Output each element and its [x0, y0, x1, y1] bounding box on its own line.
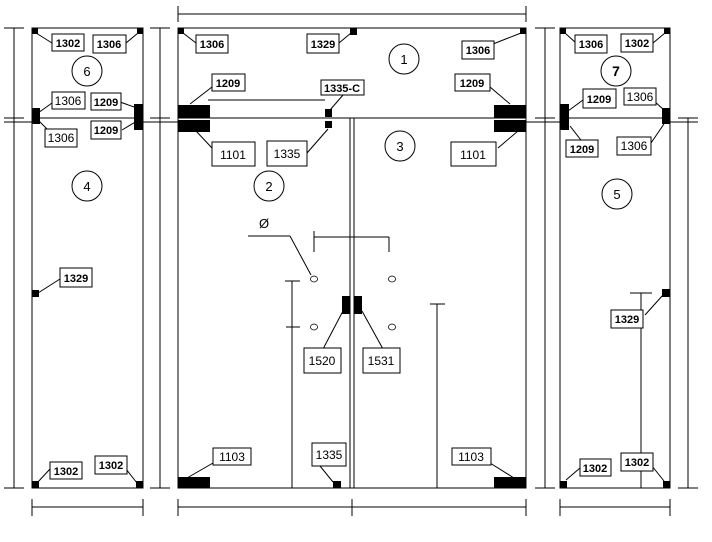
corner-fitting: [32, 481, 39, 488]
part-label: 1302: [625, 457, 649, 469]
part-label: 1335: [316, 448, 343, 462]
panel-number: 3: [396, 139, 403, 154]
part-label: 1302: [56, 38, 80, 50]
part-label: 1531: [368, 354, 395, 368]
part-label: 1329: [615, 314, 639, 326]
bottom-patch: [494, 477, 526, 488]
part-label: 1209: [94, 97, 118, 109]
diameter-symbol: Ø: [259, 216, 269, 231]
part-label: 1101: [460, 148, 486, 162]
part-label: 1306: [48, 131, 75, 145]
leader-lines: [35, 32, 666, 484]
part-label: 1306: [200, 39, 224, 51]
part-label: 1103: [458, 450, 484, 464]
transom-patch: [494, 120, 526, 132]
panel-number: 6: [83, 64, 90, 79]
panel-number: 1: [400, 52, 407, 67]
part-label: 1306: [55, 94, 82, 108]
floor-lock: [342, 296, 350, 314]
part-label: 1520: [309, 354, 336, 368]
transom-patch: [494, 105, 526, 118]
panel-number: 7: [612, 63, 620, 79]
corner-fitting: [32, 28, 38, 34]
corner-fitting: [560, 28, 566, 34]
dimension-lines: [4, 6, 698, 516]
part-label: 1335: [274, 147, 301, 161]
part-label: 1209: [587, 94, 611, 106]
hardware-fittings: [32, 28, 670, 488]
corner-fitting: [560, 481, 567, 488]
part-label: 1306: [627, 90, 654, 104]
patch-fitting: [134, 104, 143, 130]
part-label: 1329: [64, 273, 88, 285]
panel-numbers: 1 6 7 3 4 2 5: [71, 43, 633, 210]
patch-fitting: [560, 104, 569, 130]
bottom-patch: [178, 477, 210, 488]
part-label: 1329: [311, 39, 335, 51]
part-label: 1209: [460, 78, 484, 90]
point-fitting: [32, 290, 39, 297]
part-label: 1209: [570, 144, 594, 156]
lock-fitting: [325, 121, 332, 128]
part-label: 1302: [99, 460, 123, 472]
transom-patch: [178, 120, 210, 132]
corner-fitting: [178, 28, 184, 34]
patch-fitting: [662, 108, 670, 124]
part-label: 1103: [219, 450, 245, 464]
corner-fitting: [137, 28, 143, 34]
bottom-lock: [333, 481, 341, 488]
corner-fitting: [520, 28, 526, 34]
point-fitting: [350, 28, 357, 35]
panel-number: 5: [613, 187, 620, 202]
part-label: 1209: [216, 78, 240, 90]
part-label: 1306: [579, 39, 603, 51]
patch-fitting: [32, 108, 40, 124]
part-label: 1306: [466, 45, 490, 57]
lock-fitting: [325, 109, 332, 117]
panel-number: 4: [83, 179, 90, 194]
glass-panels: [31, 27, 671, 489]
part-label: 1306: [621, 139, 648, 153]
floor-lock: [354, 296, 362, 314]
corner-fitting: [663, 481, 670, 488]
part-label: 1302: [583, 463, 607, 475]
corner-fitting: [664, 28, 670, 34]
part-label: 1302: [625, 38, 649, 50]
part-labels: 1302 1306 1306 1209 1306 1209 1329 1302 …: [44, 33, 657, 480]
panel-number: 2: [265, 179, 272, 194]
part-label: 1101: [220, 148, 246, 162]
part-label: 1335-C: [324, 83, 360, 95]
part-label: 1209: [94, 125, 118, 137]
transom-patch: [178, 105, 210, 118]
point-fitting: [662, 289, 670, 297]
part-label: 1302: [54, 466, 78, 478]
corner-fitting: [136, 481, 143, 488]
part-label: 1306: [97, 39, 121, 51]
